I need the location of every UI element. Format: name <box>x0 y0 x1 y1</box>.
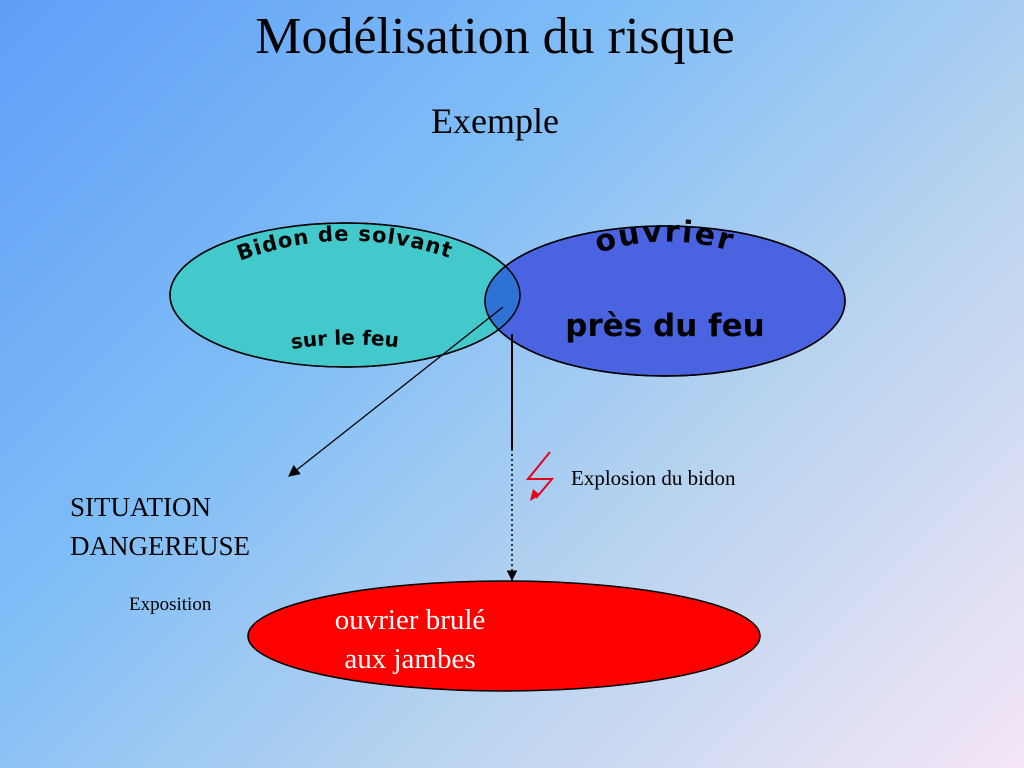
target-label-line2: près du feu <box>565 308 764 344</box>
situation-arrow <box>288 306 504 477</box>
situation-label-line1: SITUATION <box>70 492 211 522</box>
danger-label-line2: sur le feu <box>289 325 400 354</box>
page-title: Modélisation du risque <box>255 8 735 65</box>
event-label: Explosion du bidon <box>571 466 736 490</box>
exposition-label: Exposition <box>129 594 212 615</box>
damage-label-line1: ouvrier brulé <box>335 604 486 636</box>
page-subtitle: Exemple <box>431 101 559 141</box>
situation-label-line2: DANGEREUSE <box>70 531 250 561</box>
damage-ellipse <box>247 580 761 692</box>
lightning-icon <box>525 451 555 501</box>
target-ellipse-outline <box>484 225 846 377</box>
danger-ellipse-outline <box>169 222 521 368</box>
damage-label-line2: aux jambes <box>344 643 475 675</box>
